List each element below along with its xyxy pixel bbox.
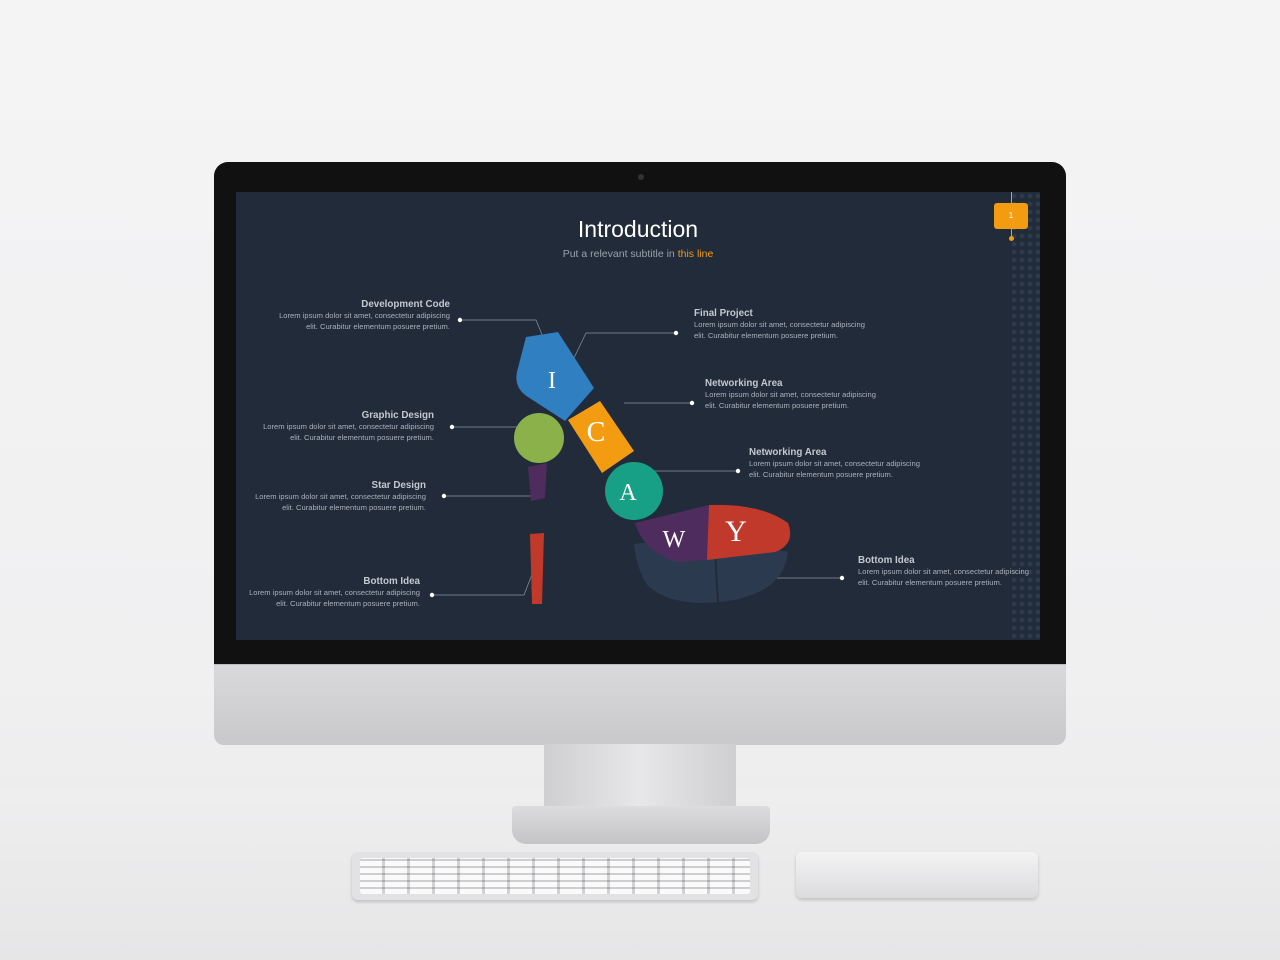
caption-bottom-idea-right: Bottom Idea Lorem ipsum dolor sit amet, … — [858, 554, 1038, 588]
caption-heading: Star Design — [371, 480, 426, 491]
slide-subtitle: Put a relevant subtitle in this line — [236, 248, 1040, 260]
dot-grid-decoration — [1010, 192, 1040, 640]
subtitle-highlight: this line — [677, 248, 714, 260]
monitor-stand — [544, 744, 736, 814]
caption-body: Lorem ipsum dolor sit amet, consectetur … — [694, 320, 865, 340]
caption-body: Lorem ipsum dolor sit amet, consectetur … — [263, 422, 434, 442]
caption-graphic-design: Graphic Design Lorem ipsum dolor sit ame… — [254, 409, 434, 443]
letter-c: C — [587, 417, 606, 448]
caption-networking-area-2: Networking Area Lorem ipsum dolor sit am… — [749, 446, 929, 480]
caption-heading: Bottom Idea — [858, 555, 915, 566]
letter-i: I — [548, 368, 556, 394]
shoe-piece-red — [707, 504, 791, 560]
caption-development-code: Development Code Lorem ipsum dolor sit a… — [270, 298, 450, 332]
caption-heading: Final Project — [694, 308, 753, 319]
keyboard-keys — [360, 858, 750, 894]
shoe-piece-teal — [605, 462, 663, 520]
caption-heading: Development Code — [361, 299, 450, 310]
page-number-badge: 1 — [994, 203, 1028, 229]
letter-a: A — [619, 480, 637, 506]
subtitle-text: Put a relevant subtitle in — [562, 248, 678, 260]
heel-top-piece — [528, 463, 547, 501]
caption-star-design: Star Design Lorem ipsum dolor sit amet, … — [246, 479, 426, 513]
page-marker-dot — [1009, 236, 1014, 241]
caption-body: Lorem ipsum dolor sit amet, consectetur … — [749, 459, 920, 479]
caption-heading: Networking Area — [749, 447, 827, 458]
shoe-diagram: I C A W Y — [429, 317, 845, 604]
letter-w: W — [663, 527, 686, 553]
monitor-stand-base — [512, 806, 770, 844]
caption-final-project: Final Project Lorem ipsum dolor sit amet… — [694, 307, 874, 341]
caption-bottom-idea-left: Bottom Idea Lorem ipsum dolor sit amet, … — [240, 575, 420, 609]
shoe-piece-purple — [635, 505, 709, 562]
caption-networking-area-1: Networking Area Lorem ipsum dolor sit am… — [705, 377, 885, 411]
letter-y: Y — [725, 515, 747, 548]
keyboard — [352, 852, 758, 900]
caption-body: Lorem ipsum dolor sit amet, consectetur … — [279, 311, 450, 331]
caption-body: Lorem ipsum dolor sit amet, consectetur … — [249, 588, 420, 608]
caption-body: Lorem ipsum dolor sit amet, consectetur … — [705, 390, 876, 410]
heel-bottom-piece — [530, 533, 544, 604]
caption-body: Lorem ipsum dolor sit amet, consectetur … — [858, 567, 1029, 587]
camera-icon — [638, 174, 644, 180]
caption-heading: Networking Area — [705, 378, 783, 389]
connector-dots — [429, 317, 845, 598]
monitor-chin — [214, 664, 1066, 745]
slide-screen: 1 Introduction Put a relevant subtitle i… — [236, 192, 1040, 640]
shoe-piece-orange — [568, 401, 634, 473]
caption-body: Lorem ipsum dolor sit amet, consectetur … — [255, 492, 426, 512]
caption-heading: Graphic Design — [361, 410, 434, 421]
shoe-piece-green — [514, 413, 564, 463]
slide-title: Introduction — [577, 216, 699, 242]
shoe-piece-blue — [516, 332, 594, 421]
caption-heading: Bottom Idea — [363, 576, 420, 587]
trackpad — [796, 852, 1038, 898]
